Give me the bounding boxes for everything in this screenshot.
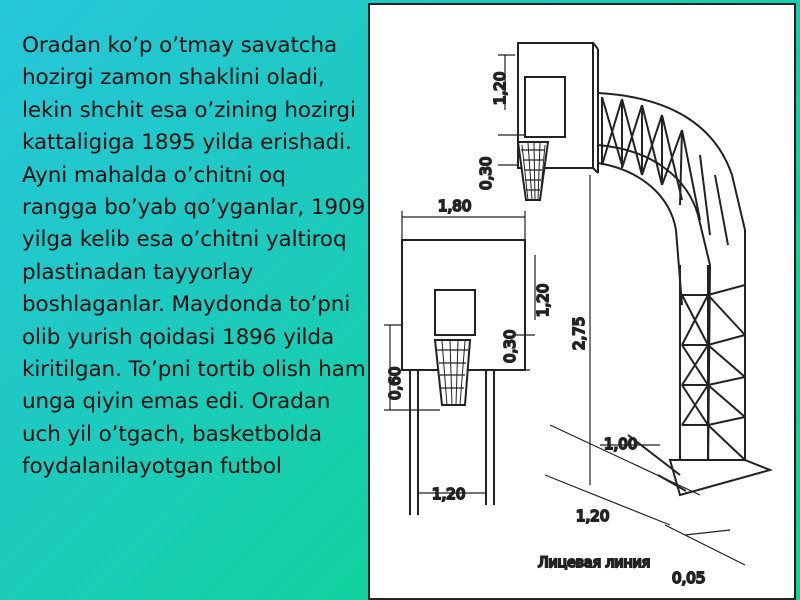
slide-paragraph: Oradan ko’p o’tmay savatcha hozirgi zamo… bbox=[22, 33, 366, 480]
dim-net-height: 0,60 bbox=[386, 367, 404, 400]
dim-board-height-front: 1,20 bbox=[534, 284, 552, 317]
dimension-lines bbox=[384, 54, 746, 566]
basketball-hoop-diagram: 1,80 1,20 0,30 1,20 0,30 0,60 1,20 2,75 … bbox=[368, 3, 796, 600]
dim-hoop-offset-front: 0,30 bbox=[501, 330, 519, 363]
dim-overhang: 1,00 bbox=[604, 435, 637, 453]
figure-caption: Лицевая линия bbox=[538, 555, 650, 571]
dim-post-spacing: 1,20 bbox=[432, 485, 465, 503]
front-hoop-stand bbox=[401, 239, 526, 515]
dim-board-width: 1,80 bbox=[438, 197, 471, 215]
dim-base-distance: 1,20 bbox=[576, 507, 609, 525]
dim-rim-height: 2,75 bbox=[570, 317, 588, 350]
dim-hoop-offset-back: 0,30 bbox=[477, 157, 495, 190]
back-hoop-stand bbox=[516, 42, 774, 497]
dim-board-height-back: 1,20 bbox=[491, 72, 509, 105]
dim-line-gap: 0,05 bbox=[672, 569, 705, 587]
